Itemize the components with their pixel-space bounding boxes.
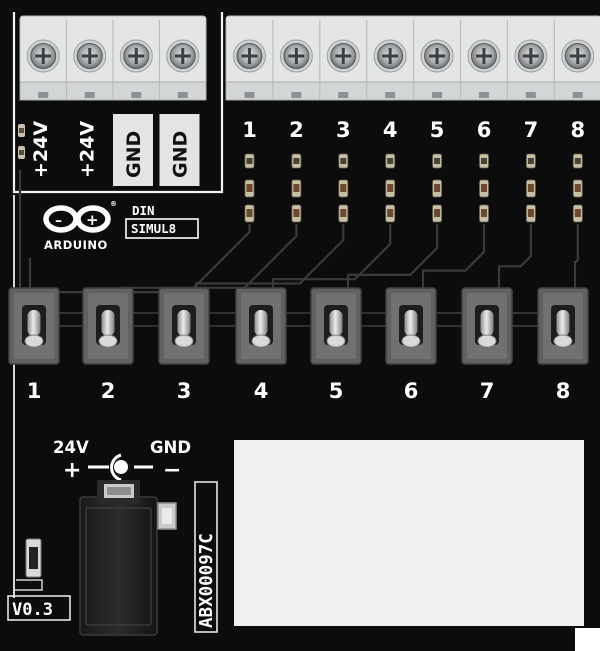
silkscreen-jack-corner [14, 579, 43, 591]
smd-component [25, 538, 42, 578]
module-label: DIN SIMUL8 [125, 203, 199, 239]
toggle-switch[interactable] [82, 287, 134, 365]
toggle-lever-icon [556, 310, 570, 336]
output-terminal-screw-icon [373, 39, 407, 73]
registered-glyph: ® [110, 200, 117, 208]
led-resistor-column [526, 153, 536, 223]
toggle-switch[interactable] [385, 287, 437, 365]
jack-plus-symbol: + [63, 458, 81, 483]
toggle-lever-icon [329, 310, 343, 336]
arduino-logo: – + ® ARDUINO [43, 200, 117, 252]
switch-number: 8 [556, 379, 571, 403]
toggle-switch[interactable] [8, 287, 60, 365]
output-terminal-number: 1 [242, 118, 257, 142]
blank-label-area [234, 440, 584, 626]
led-resistor-column [479, 153, 489, 223]
module-line1: DIN [132, 203, 155, 218]
output-terminal-screw-icon [514, 39, 548, 73]
version-text: V0.3 [12, 600, 53, 620]
switch-number: 4 [254, 379, 269, 403]
switch-number: 1 [27, 379, 42, 403]
led-resistor-column [291, 153, 302, 223]
toggle-lever-icon [480, 310, 494, 336]
led-resistor-column [385, 153, 396, 223]
power-terminal-block [19, 15, 207, 101]
output-terminal-block [225, 15, 600, 101]
minus-glyph: – [55, 213, 62, 229]
output-terminal-screw-icon [279, 39, 313, 73]
power-led [18, 124, 25, 159]
switch-number: 3 [177, 379, 192, 403]
module-line2: SIMUL8 [131, 221, 176, 236]
svg-text:+24V: +24V [77, 121, 99, 178]
jack-ground-label: GND [150, 438, 191, 457]
svg-text:GND: GND [123, 131, 145, 178]
part-code-text: ABX00097C [197, 533, 217, 628]
power-jack-markings: 24V GND + − [53, 438, 191, 483]
output-terminal-number: 6 [477, 118, 492, 142]
power-terminal-label: +24V [77, 121, 99, 178]
dc-power-jack [79, 480, 177, 636]
switch-number: 6 [404, 379, 419, 403]
switch-number: 5 [329, 379, 344, 403]
plus-glyph: + [86, 211, 99, 229]
toggle-lever-icon [254, 310, 268, 336]
toggle-switch[interactable] [235, 287, 287, 365]
output-terminal-number: 8 [570, 118, 585, 142]
part-code-box [194, 481, 218, 633]
jack-voltage-label: 24V [53, 438, 89, 457]
output-terminal-number: 2 [289, 118, 304, 142]
output-terminal-screw-icon [561, 39, 595, 73]
output-terminal-number: 4 [383, 118, 398, 142]
switch-number: 2 [101, 379, 116, 403]
output-terminal-labels: 1 2 3 4 5 6 7 8 [242, 118, 585, 142]
power-terminal-screw-icon [73, 39, 107, 73]
power-terminal-label: +24V [30, 121, 52, 178]
toggle-lever-icon [101, 310, 115, 336]
toggle-lever-icon [27, 310, 41, 336]
toggle-switch[interactable] [310, 287, 362, 365]
infinity-icon [43, 205, 111, 233]
power-terminal-screw-icon [166, 39, 200, 73]
led-resistor-column [572, 153, 583, 223]
power-terminal-label: GND [113, 114, 153, 186]
output-terminal-screw-icon [467, 39, 501, 73]
output-terminal-screw-icon [420, 39, 454, 73]
brand-text: ARDUINO [44, 238, 108, 252]
led-resistor-column [338, 153, 349, 223]
pcb-corner [575, 628, 600, 651]
power-terminal-screw-icon [119, 39, 153, 73]
jack-minus-symbol: − [163, 458, 181, 483]
led-resistor-column [432, 153, 443, 223]
svg-text:+24V: +24V [30, 121, 52, 178]
toggle-switch[interactable] [461, 287, 513, 365]
toggle-lever-icon [404, 310, 418, 336]
led-resistor-column [244, 153, 255, 223]
toggle-lever-icon [177, 310, 191, 336]
power-terminal-screw-icon [26, 39, 60, 73]
switch-number: 7 [480, 379, 495, 403]
output-terminal-number: 7 [524, 118, 539, 142]
polarity-icon [88, 453, 153, 482]
led-columns [244, 153, 583, 223]
power-terminal-label: GND [159, 114, 200, 186]
power-terminal-labels: +24V +24V GND GND [30, 114, 200, 186]
switch-labels: 1 2 3 4 5 6 7 8 [27, 379, 571, 403]
toggle-switches [8, 287, 589, 365]
toggle-switch[interactable] [537, 287, 589, 365]
svg-text:GND: GND [170, 131, 192, 178]
version-box [7, 595, 71, 621]
output-terminal-screw-icon [326, 39, 360, 73]
toggle-switch[interactable] [158, 287, 210, 365]
output-terminal-number: 5 [430, 118, 445, 142]
output-terminal-number: 3 [336, 118, 351, 142]
output-terminal-screw-icon [232, 39, 266, 73]
